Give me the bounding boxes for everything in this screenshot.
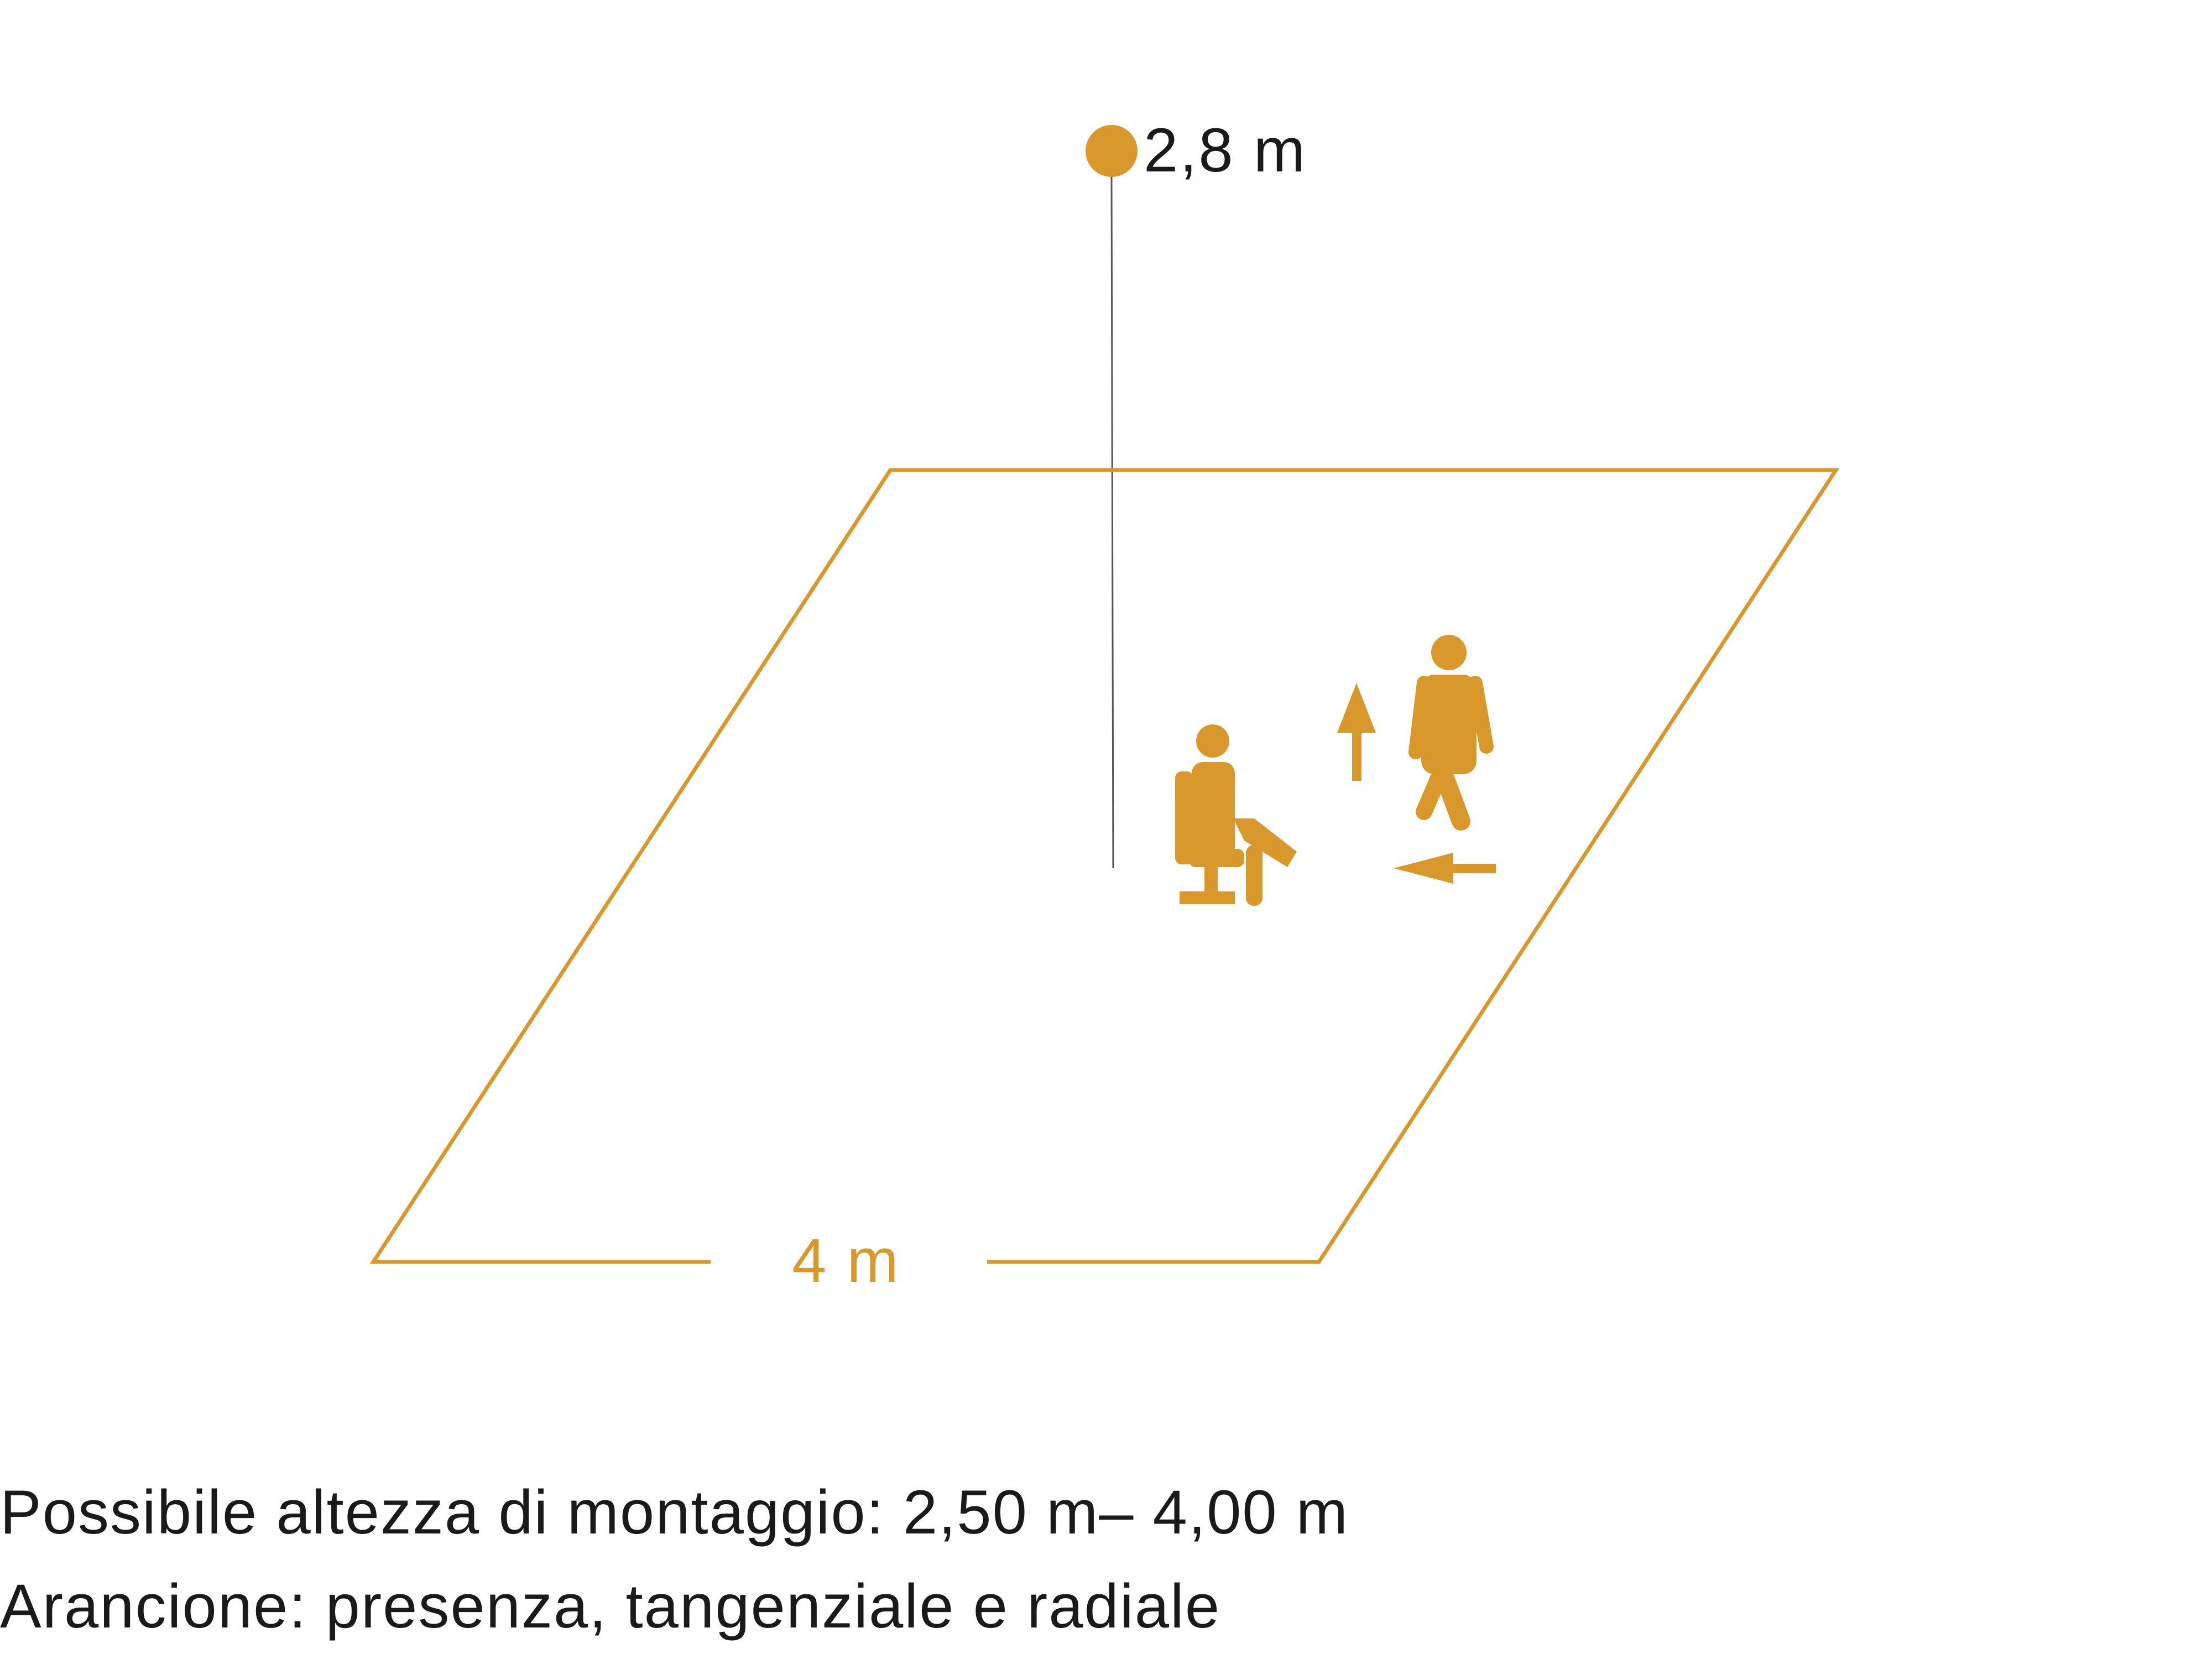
sensor-dot-icon <box>1086 125 1138 177</box>
caption-color-legend: Arancione: presenza, tangenziale e radia… <box>0 1572 1221 1641</box>
detection-area-outline <box>369 468 1840 1264</box>
sensor-height-label: 2,8 m <box>1144 116 1307 185</box>
seated-person-icon <box>1175 724 1297 906</box>
mounting-line <box>1110 176 1114 869</box>
arrow-up-icon <box>1337 683 1376 781</box>
area-width-label: 4 m <box>792 1226 900 1295</box>
caption-mounting-height: Possibile altezza di montaggio: 2,50 m– … <box>0 1478 1349 1547</box>
walking-person-icon <box>1408 635 1494 831</box>
arrow-left-icon <box>1394 853 1496 884</box>
